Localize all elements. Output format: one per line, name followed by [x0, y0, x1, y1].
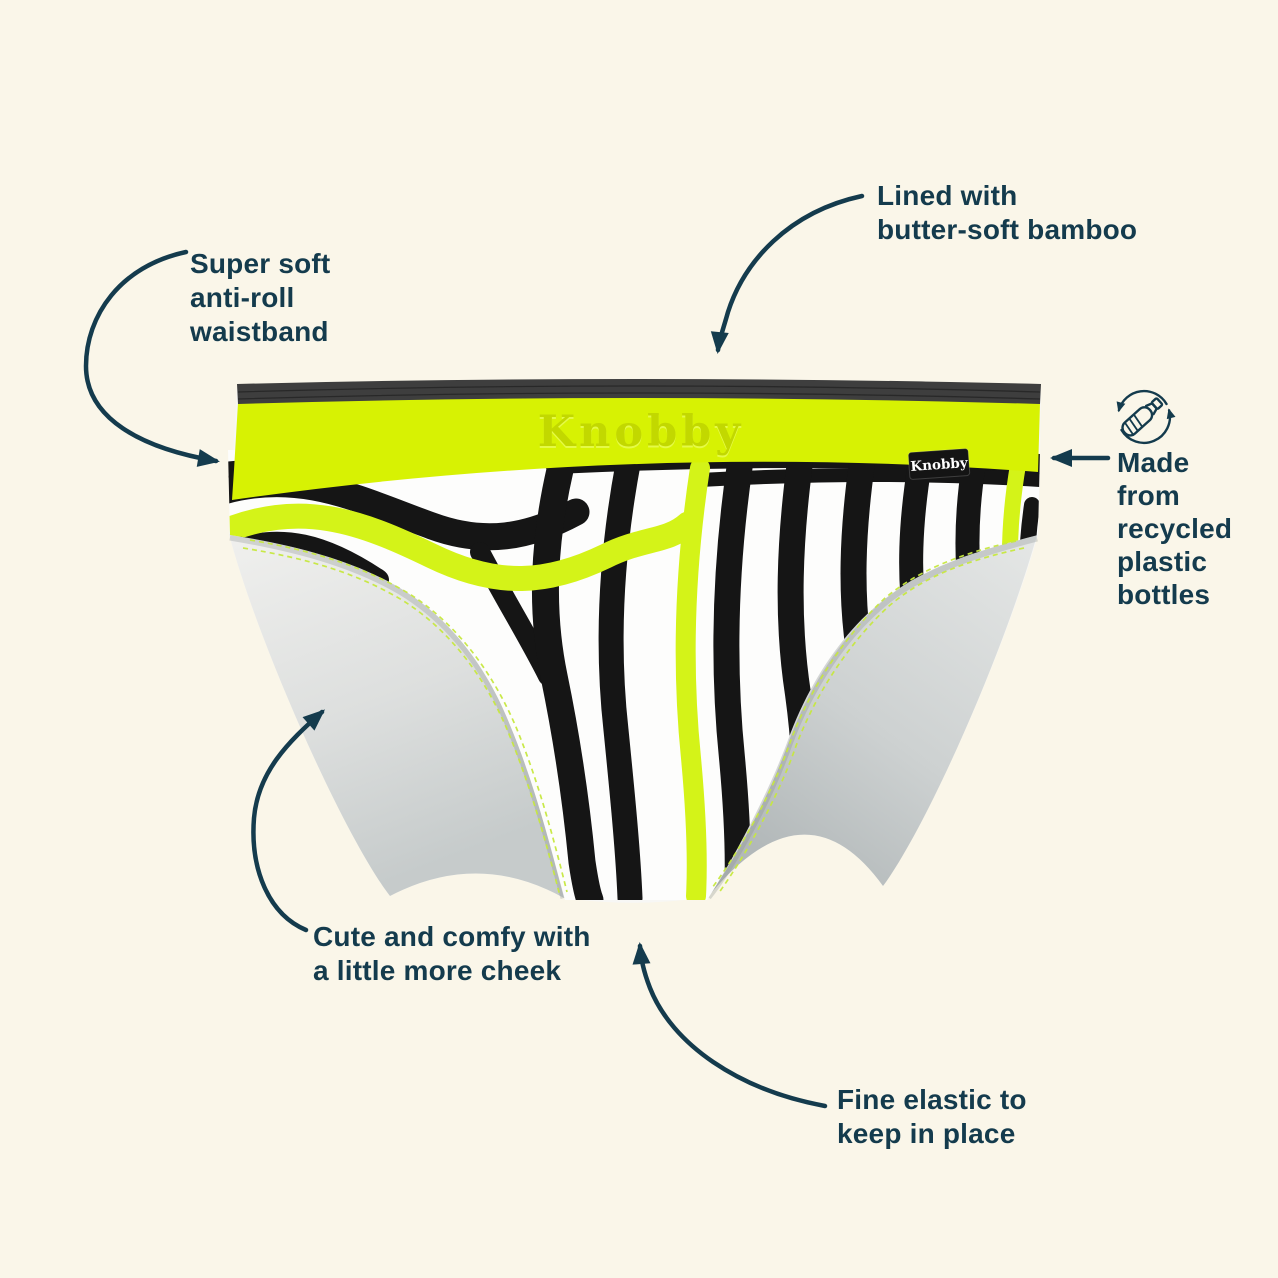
briefs-product: Knobby Knobby Knobby: [228, 379, 1041, 903]
stitch-line: [717, 547, 1025, 895]
recycled-plastic-bottle-icon: [1116, 389, 1176, 445]
bottle-body: [1121, 406, 1154, 437]
waistband-rib-line: [237, 392, 1041, 400]
waistband: Knobby Knobby: [232, 379, 1041, 500]
stitch-line: [242, 547, 561, 897]
zebra-stripe: [1018, 497, 1040, 668]
arrow-cheek: [251, 709, 325, 933]
bottle-ridges: [1123, 413, 1144, 436]
zebra-stripe-yellow: [228, 503, 701, 591]
waistband-dark-trim: [237, 379, 1041, 404]
stitch-line: [249, 539, 568, 893]
zebra-stripe-yellow: [675, 458, 710, 900]
arrow-elastic: [632, 942, 828, 1109]
brand-tag-text: Knobby: [910, 455, 969, 475]
label-lining: Lined with butter-soft bamboo: [877, 180, 1138, 245]
stitch-line: [711, 540, 1017, 889]
zebra-stripe: [598, 451, 643, 900]
arrow-waistband: [83, 249, 220, 467]
waistband-brand-emboss-highlight: Knobby: [538, 409, 744, 459]
brand-tag-bg: [907, 448, 971, 480]
bottle-glyph: [1121, 397, 1164, 437]
lining-right: [708, 535, 1037, 897]
bottle-cap: [1150, 397, 1164, 410]
lining-left: [229, 534, 564, 898]
label-waistband: Super soft anti-roll waistband: [190, 248, 331, 347]
arrow-lining: [710, 193, 865, 354]
zebra-stripe: [713, 451, 753, 900]
waistband-brand-emboss: Knobby: [538, 407, 744, 457]
recycle-circle-arc: [1116, 389, 1168, 413]
label-elastic: Fine elastic to keep in place: [837, 1084, 1027, 1149]
lining-shadow-left: [229, 533, 568, 899]
label-cheek: Cute and comfy with a little more cheek: [313, 921, 591, 986]
waistband-yellow-band: [232, 397, 1040, 500]
zebra-stripe: [531, 456, 604, 900]
waistband-rib-line: [237, 385, 1041, 393]
label-recycled: Made from recycled plastic bottles: [1117, 447, 1233, 610]
brand-tag: Knobby: [907, 448, 971, 480]
recycle-circle-arc: [1120, 408, 1176, 445]
annotation-arrows: [83, 193, 1111, 1109]
